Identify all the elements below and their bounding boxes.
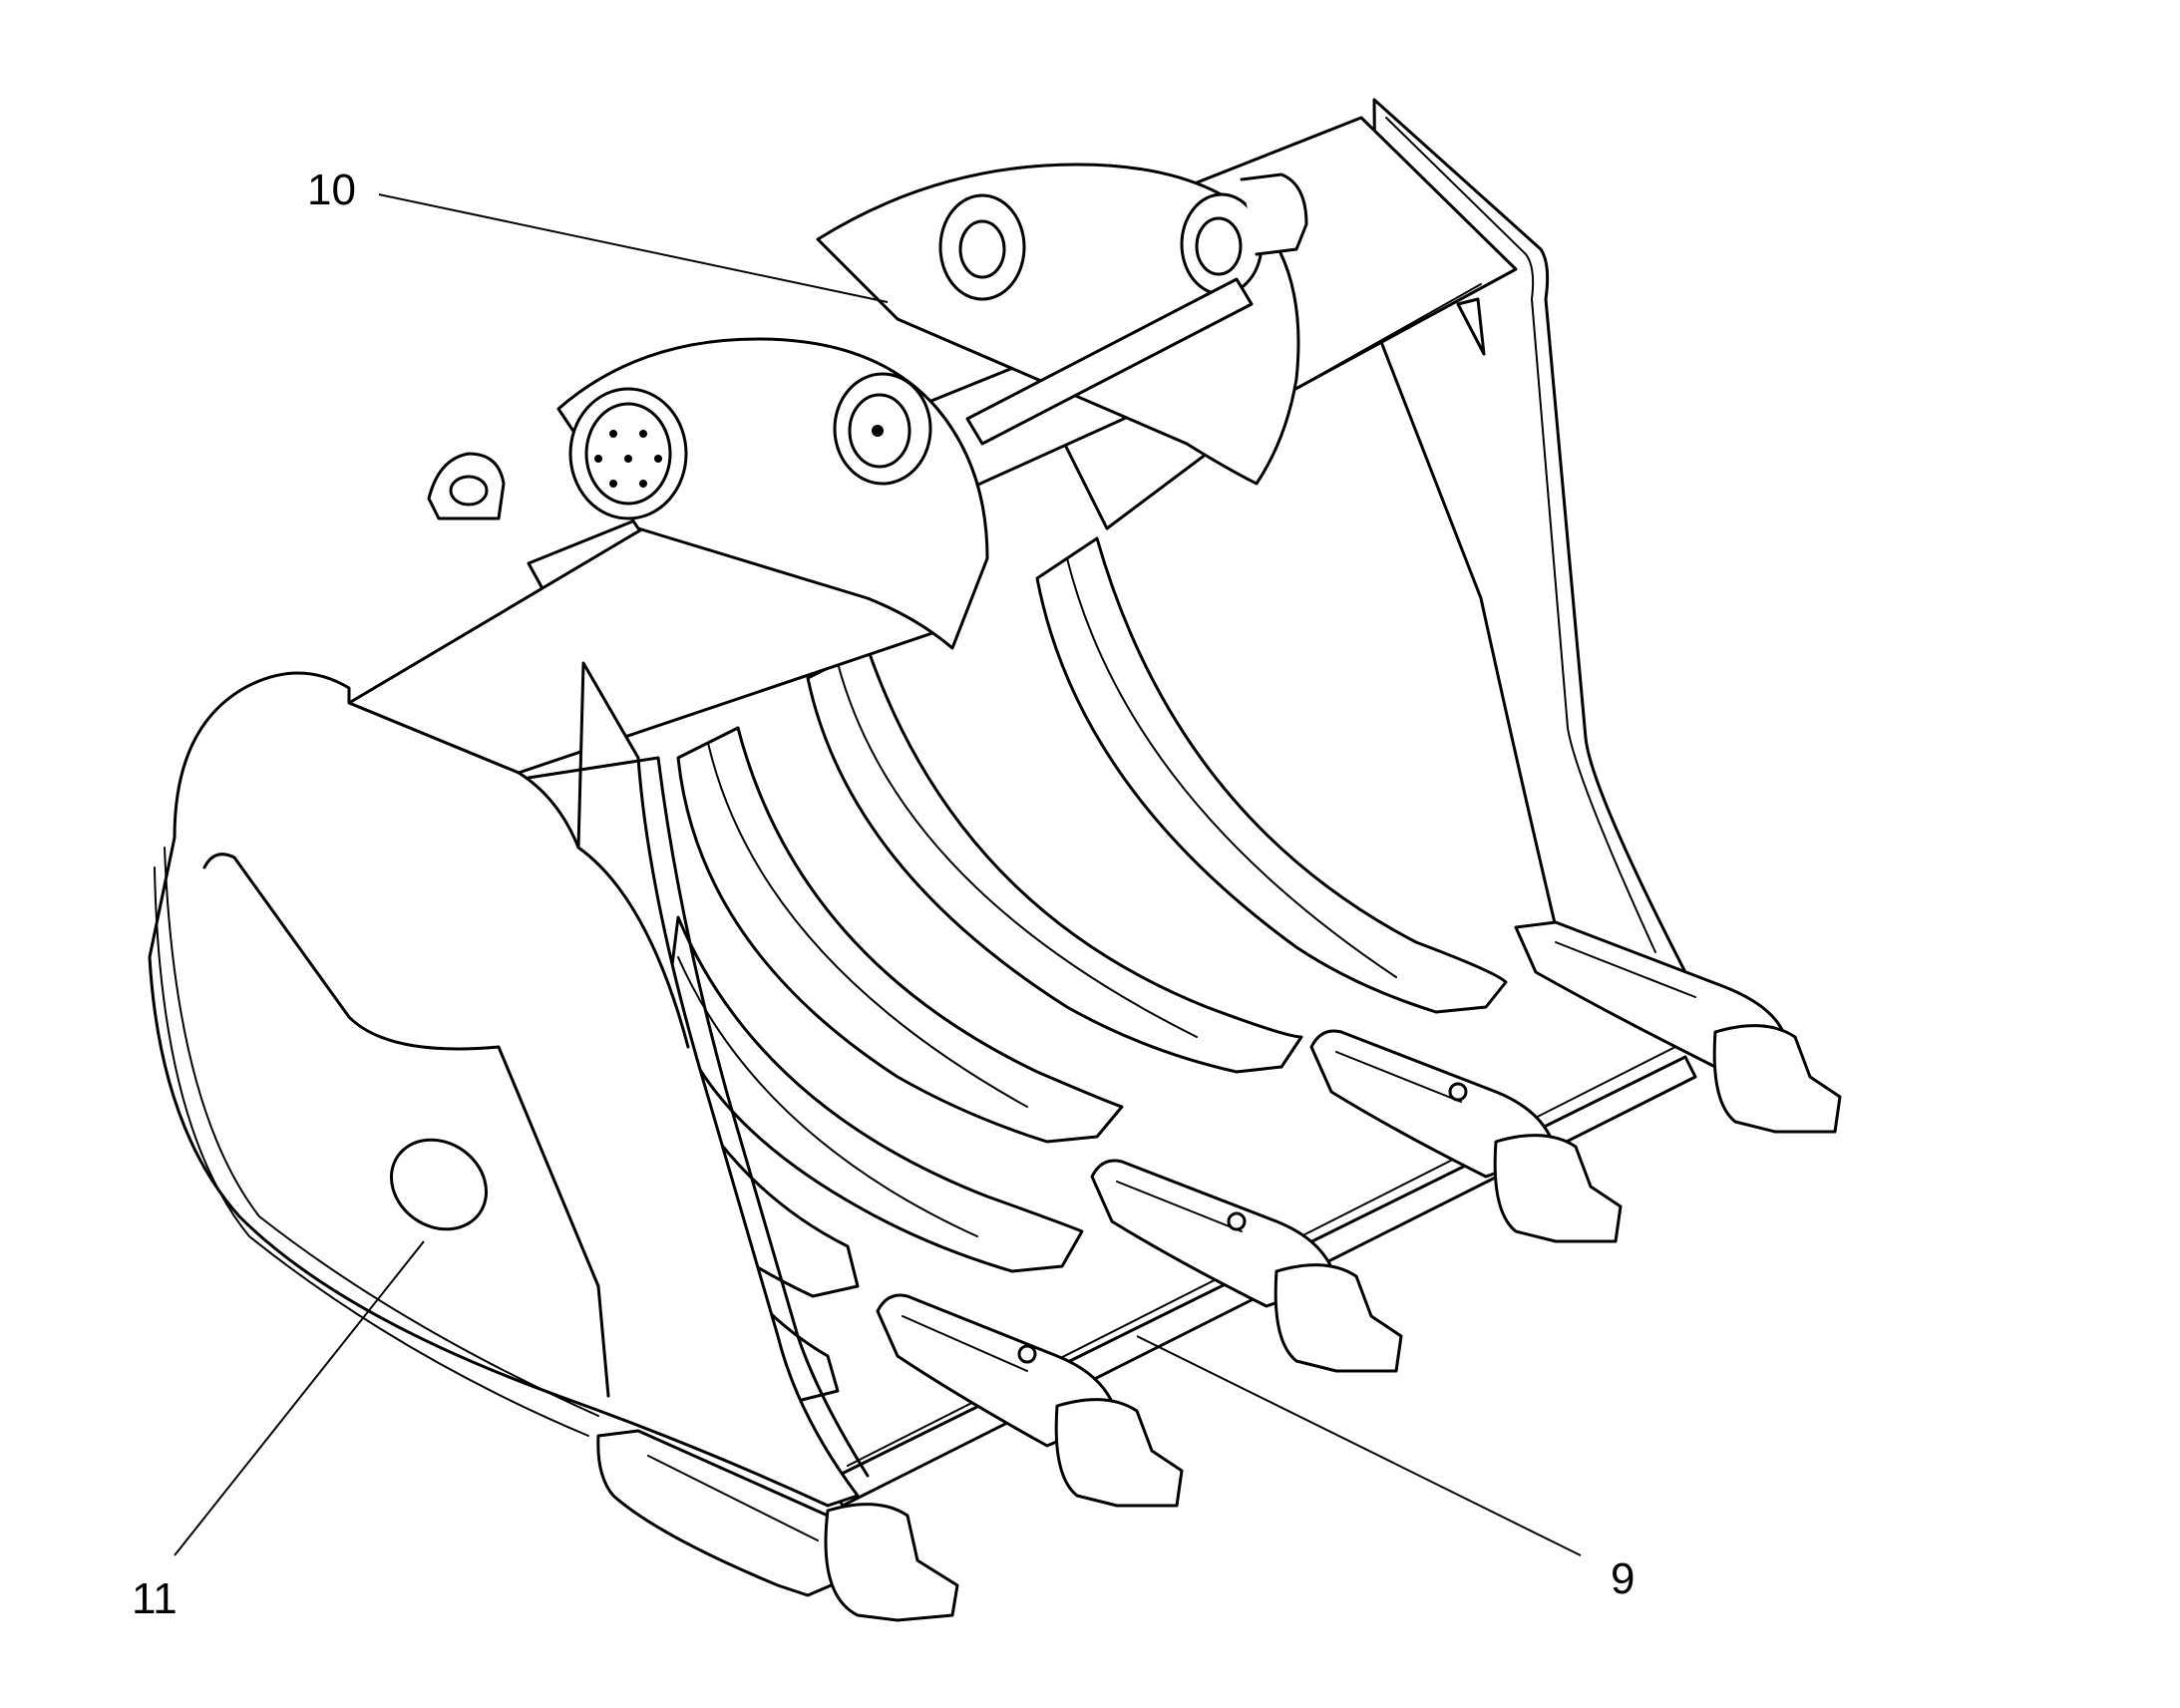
callout-11: 11 [132,1574,178,1623]
bucket-teeth [596,920,1842,1622]
leader-line-10 [378,193,889,303]
tooth-4 [1309,1029,1623,1243]
tooth-2 [876,1293,1184,1508]
callout-10: 10 [307,166,356,214]
callout-9: 9 [1611,1554,1635,1603]
leader-lines [174,193,1582,1556]
tooth-1 [596,1429,959,1622]
tooth-5 [1514,920,1842,1134]
leader-line-9 [1136,1335,1582,1556]
tooth-3 [1090,1159,1403,1373]
callout-labels: 10 9 11 [132,166,1635,1623]
leader-line-11 [174,1240,425,1556]
bucket-left-side-plate [148,661,870,1508]
mounting-bracket [347,163,1308,775]
